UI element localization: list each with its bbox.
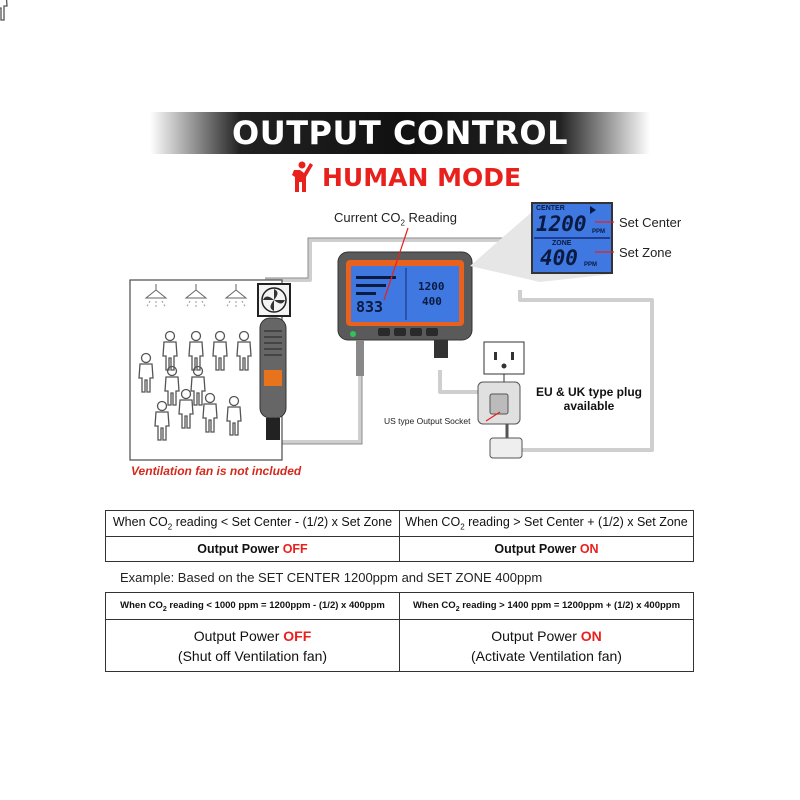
svg-text:833: 833 [356, 298, 383, 316]
example-on-result: Output Power ON (Activate Ventilation fa… [399, 619, 694, 672]
zoom-center-value: 1200 [536, 212, 587, 236]
svg-text:400: 400 [422, 295, 442, 308]
example-off-condition: When CO2 reading < 1000 ppm = 1200ppm - … [105, 592, 400, 620]
person-waving-icon [292, 161, 313, 192]
people-group [0, 0, 252, 441]
svg-text:1200: 1200 [418, 280, 445, 293]
title-banner [150, 112, 650, 154]
page-title: OUTPUT CONTROL [232, 114, 568, 152]
wall-outlet [483, 341, 525, 388]
socket-pointer [485, 411, 501, 422]
example-off-result: Output Power OFF (Shut off Ventilation f… [105, 619, 400, 672]
set-center-label: Set Center [619, 215, 682, 230]
rule-on-result: Output Power ON [399, 535, 694, 562]
plug-availability-label: EU & UK type plug available [535, 385, 642, 413]
current-reading-label: Current CO2 Reading [334, 210, 457, 228]
ventilation-fan [257, 283, 291, 317]
wall-plug-controller [259, 317, 287, 440]
example-table: When CO2 reading < 1000 ppm = 1200ppm - … [105, 592, 694, 672]
zoom-center-tag: CENTER [536, 205, 565, 212]
mode-label: HUMAN MODE [322, 162, 522, 192]
ceiling-lamps [144, 284, 248, 309]
rule-off-condition: When CO2 reading < Set Center - (1/2) x … [105, 510, 400, 537]
co2-monitor-device: 833 1200 400 [337, 251, 473, 376]
zoomed-lcd [470, 202, 613, 282]
cable-outlines [265, 237, 560, 445]
zoom-zone-value: 400 [540, 246, 578, 270]
example-text: Example: Based on the SET CENTER 1200ppm… [120, 570, 543, 585]
rule-on-condition: When CO2 reading > Set Center + (1/2) x … [399, 510, 694, 537]
example-on-condition: When CO2 reading > 1400 ppm = 1200ppm + … [399, 592, 694, 620]
rule-table: When CO2 reading < Set Center - (1/2) x … [105, 510, 694, 562]
socket-label: US type Output Socket [384, 416, 471, 426]
fan-note: Ventilation fan is not included [131, 464, 302, 478]
output-socket [477, 381, 523, 459]
wiring-diagram: 833 1200 400 [0, 0, 654, 461]
zoom-zone-tag: ZONE [552, 240, 572, 247]
set-zone-label: Set Zone [619, 245, 672, 260]
zoom-center-unit: PPM [592, 229, 606, 235]
mode-heading: HUMAN MODE [290, 160, 521, 194]
rule-off-result: Output Power OFF [105, 535, 400, 562]
reading-pointer [383, 227, 409, 301]
zoom-zone-unit: PPM [584, 262, 598, 268]
